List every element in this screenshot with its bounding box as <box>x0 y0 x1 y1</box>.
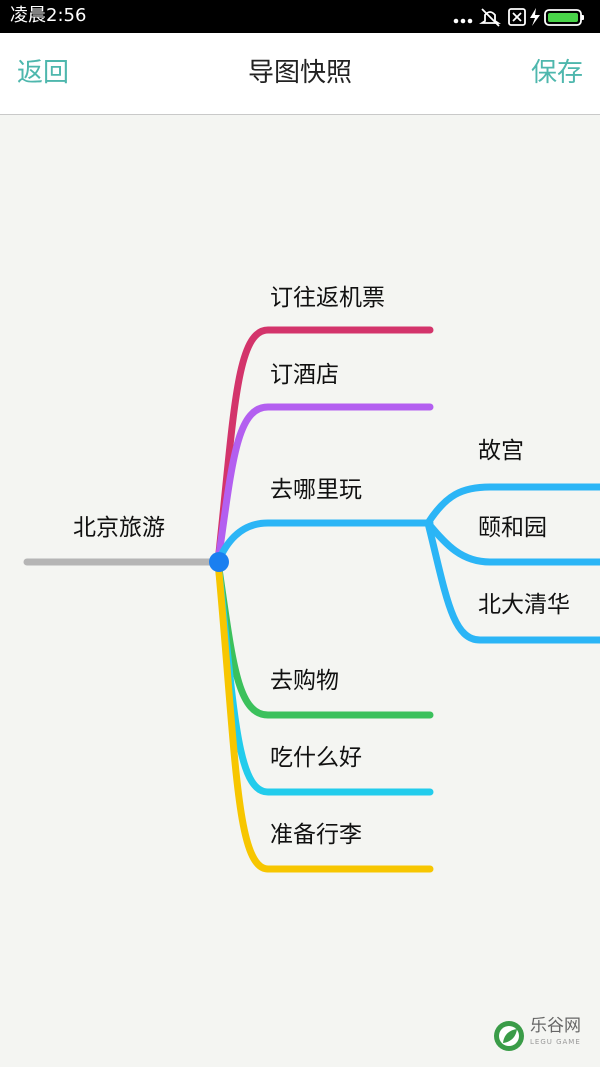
watermark: 乐谷网 LEGU GAME <box>492 1015 588 1055</box>
watermark-subtext: LEGU GAME <box>530 1038 581 1046</box>
mindmap-connectors <box>23 326 600 873</box>
sub-node-beida-qinghua[interactable]: 北大清华 <box>478 592 570 618</box>
sub-node-yiheyuan[interactable]: 颐和园 <box>478 515 547 541</box>
battery-icon <box>544 9 584 26</box>
status-bar: 凌晨2:56 <box>0 0 600 33</box>
sub-connector-beida-qinghua <box>424 519 600 644</box>
sim-icon <box>508 8 526 26</box>
save-button[interactable]: 保存 <box>530 58 583 88</box>
status-icons <box>453 8 584 27</box>
sub-connector-gugong <box>424 483 600 527</box>
branch-connector-attractions <box>214 519 434 566</box>
watermark-text: 乐谷网 <box>530 1016 581 1036</box>
branch-connector-hotel <box>214 403 434 566</box>
branch-node-food[interactable]: 吃什么好 <box>270 745 362 771</box>
back-button[interactable]: 返回 <box>17 58 70 88</box>
branch-node-tickets[interactable]: 订往返机票 <box>270 285 385 311</box>
branch-connector-luggage <box>214 558 434 873</box>
leaf-logo-icon <box>494 1021 524 1051</box>
more-dots-icon <box>453 18 473 24</box>
navigation-bar: 返回 导图快照 保存 <box>0 33 600 115</box>
branch-node-luggage[interactable]: 准备行李 <box>270 822 362 848</box>
branch-node-attractions[interactable]: 去哪里玩 <box>270 477 362 503</box>
mute-icon <box>479 8 501 27</box>
branch-node-shopping[interactable]: 去购物 <box>270 668 339 694</box>
mindmap-canvas: 北京旅游 订往返机票 订酒店 去哪里玩 去购物 吃什么好 准备行李 故宫 颐和园… <box>0 115 600 1067</box>
sub-connector-yiheyuan <box>424 519 600 566</box>
page-title: 导图快照 <box>247 58 352 88</box>
status-time: 凌晨2:56 <box>10 5 87 26</box>
charging-icon <box>530 8 540 26</box>
root-node-label[interactable]: 北京旅游 <box>73 515 165 541</box>
sub-node-gugong[interactable]: 故宫 <box>478 438 524 464</box>
branch-node-hotel[interactable]: 订酒店 <box>270 362 339 388</box>
mindmap-center-dot <box>209 552 229 572</box>
